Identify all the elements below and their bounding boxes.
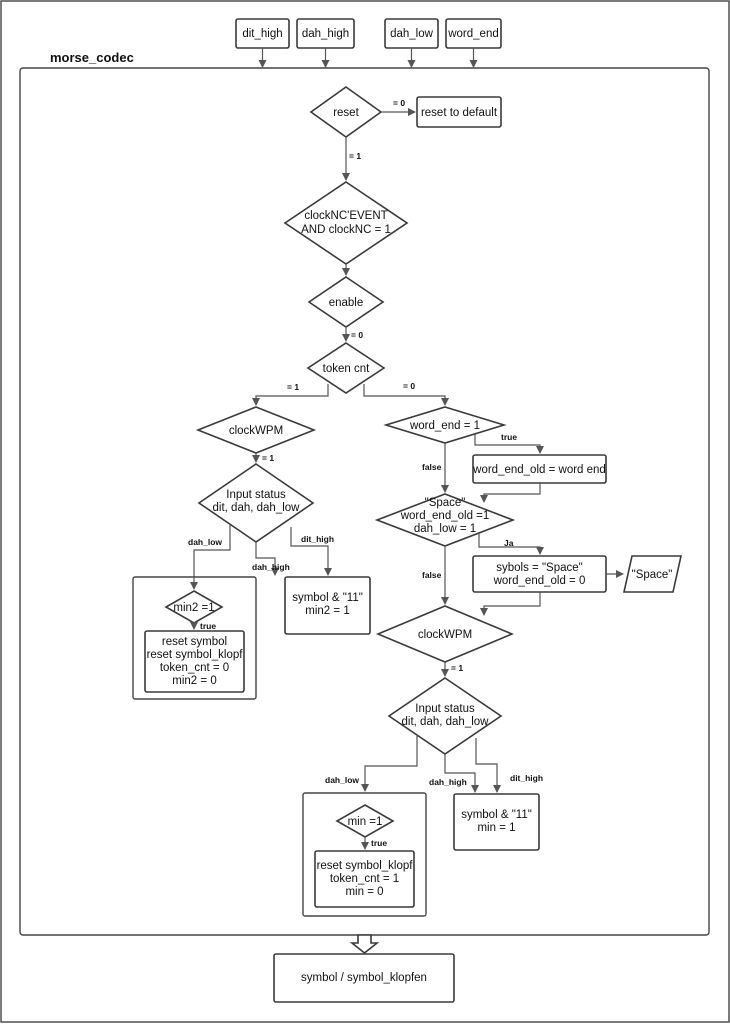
space-check-line3: dah_low = 1 [414, 523, 476, 535]
input-word-end-label: word_end [447, 28, 499, 40]
right-reset-box [314, 850, 415, 908]
min-label: min =1 [348, 816, 383, 828]
edge-token-0-label: = 0 [403, 381, 415, 391]
edge-word-end-true-label: true [501, 432, 517, 442]
input-status-left-line2: dit, dah, dah_low [213, 502, 301, 514]
edge-right-dit-high [475, 738, 501, 793]
word-end-old-label: word_end_old = word end [472, 464, 606, 476]
edge-space-ja [478, 533, 544, 555]
right-reset-line2: token_cnt = 1 [330, 873, 399, 885]
clock-event-label-line2: AND clockNC = 1 [301, 224, 391, 236]
sybols-line1: sybols = "Space" [496, 562, 582, 574]
sybols-line2: word_end_old = 0 [493, 575, 586, 587]
edge-min2-true-label: true [200, 621, 216, 631]
min2-label: min2 =1 [173, 602, 214, 614]
edge-token-1 [252, 384, 329, 406]
edge-clockwpm-left-1-label: = 1 [262, 453, 274, 463]
edge-min-true-label: true [371, 838, 387, 848]
left-symbol-line2: min2 = 1 [305, 605, 349, 617]
right-symbol-line1: symbol & "11" [461, 809, 532, 821]
edge-left-dit-high-label: dit_high [301, 534, 334, 544]
edge-word-end-true [474, 434, 544, 454]
edge-right-dah-high [444, 754, 479, 793]
edge-left-dah-low-label: dah_low [188, 537, 222, 547]
edge-right-dah-low-label: dah_low [325, 775, 359, 785]
edge-left-dah-low [190, 525, 231, 590]
space-check-line1: "Space" [425, 497, 466, 509]
edge-word-end-false-label: false [422, 462, 442, 472]
edge-space-ja-label: Ja [504, 538, 514, 548]
edge-sybols-return [480, 592, 541, 616]
edge-left-dah-high-label: dah_high [252, 562, 290, 572]
word-end-label: word_end = 1 [409, 420, 480, 432]
input-dit-high-label: dit_high [242, 28, 282, 40]
input-dah-low-label: dah_low [390, 28, 434, 40]
input-status-left-line1: Input status [226, 489, 286, 501]
edge-right-dah-high-label: dah_high [429, 777, 467, 787]
right-symbol-box [453, 793, 540, 851]
left-reset-line1: reset symbol [162, 636, 227, 648]
output-label: symbol / symbol_klopfen [301, 972, 427, 984]
space-output-label: "Space" [632, 569, 673, 581]
token-cnt-decision [306, 342, 386, 394]
edge-token-0 [363, 384, 449, 406]
left-reset-group [132, 576, 257, 700]
edge-reset-1-label: = 1 [349, 151, 361, 161]
right-reset-line3: min = 0 [345, 886, 383, 898]
output-box [273, 953, 455, 1003]
space-check-line2: word_end_old =1 [400, 510, 490, 522]
left-reset-line3: token_cnt = 0 [160, 662, 229, 674]
clock-event-label-line1: clockNC'EVENT [304, 210, 387, 222]
edge-clockwpm-right-1-label: = 1 [451, 663, 463, 673]
edge-right-dit-high-label: dit_high [510, 773, 543, 783]
input-dah-high-label: dah_high [302, 28, 349, 40]
enable-label: enable [329, 297, 364, 309]
edge-left-dit-high [290, 527, 332, 576]
clockwpm-right-label: clockWPM [418, 629, 472, 641]
left-symbol-box [284, 576, 371, 635]
left-reset-box [144, 630, 245, 693]
left-reset-line2: reset symbol_klopf [147, 649, 244, 661]
input-status-right-line1: Input status [415, 703, 475, 715]
container-title: morse_codec [50, 50, 134, 65]
edge-space-false-label: false [422, 570, 442, 580]
clockwpm-left-label: clockWPM [229, 425, 283, 437]
reset-default-box [416, 96, 502, 128]
token-cnt-label: token cnt [323, 363, 370, 375]
output-arrow [349, 934, 380, 955]
right-reset-group [302, 792, 427, 917]
right-reset-line1: reset symbol_klopf [317, 860, 414, 872]
left-reset-line4: min2 = 0 [172, 675, 216, 687]
edge-reset-0-label: = 0 [393, 98, 405, 108]
edge-word-end-old-return [480, 483, 541, 503]
left-symbol-line1: symbol & "11" [292, 592, 363, 604]
edge-token-1-label: = 1 [287, 382, 299, 392]
space-output-parallelogram [623, 555, 682, 593]
right-symbol-line2: min = 1 [477, 822, 515, 834]
clock-event-decision [283, 181, 409, 265]
edge-enable-0-label: = 0 [351, 330, 363, 340]
edge-right-dah-low [361, 735, 418, 792]
edge-left-dah-high [255, 542, 279, 576]
input-status-right-line2: dit, dah, dah_low [402, 716, 490, 728]
reset-default-label: reset to default [421, 107, 498, 119]
reset-label: reset [333, 107, 359, 119]
